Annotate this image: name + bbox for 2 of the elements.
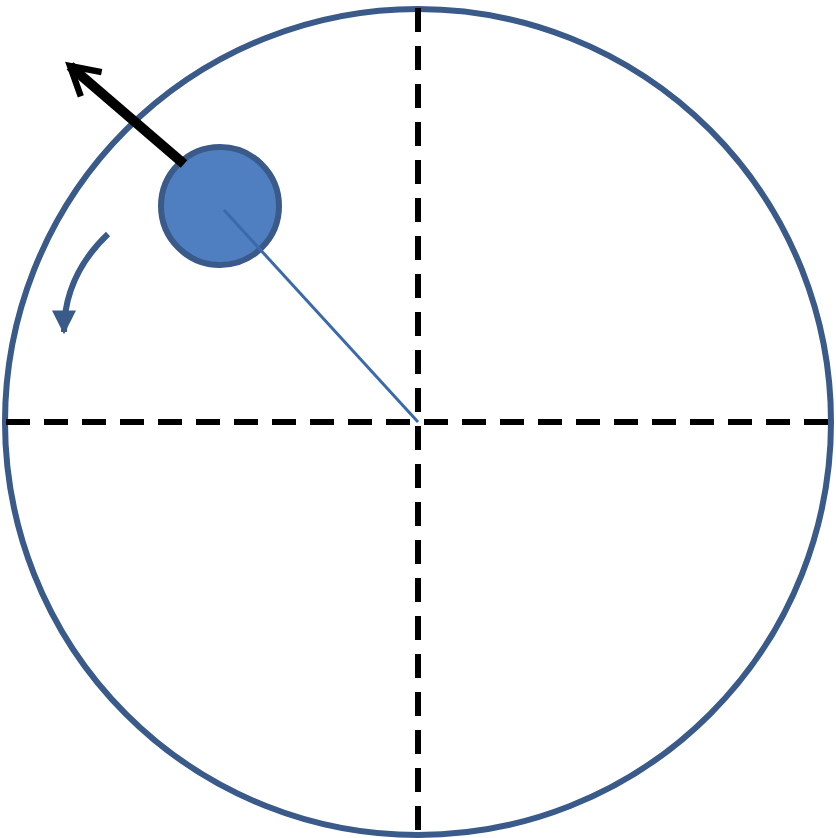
circular-path (2, 6, 834, 838)
ball (158, 144, 282, 268)
